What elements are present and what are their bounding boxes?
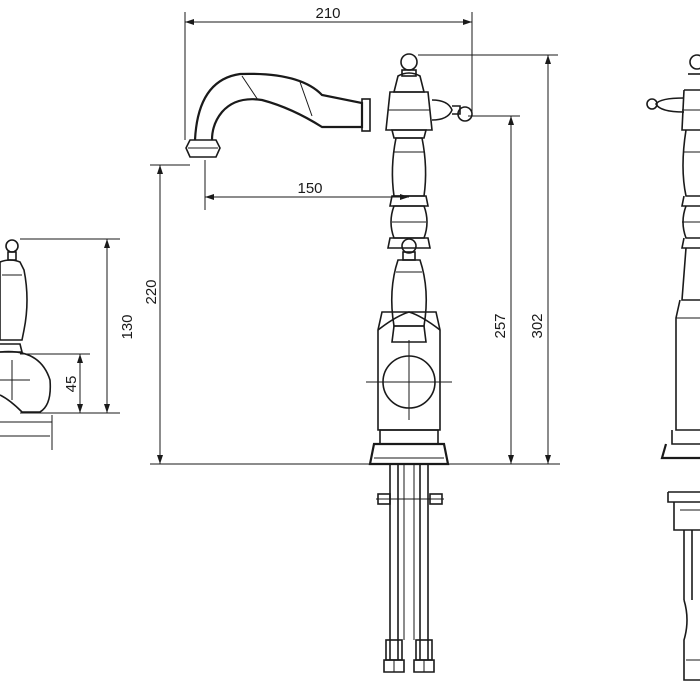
dimension-label-210: 210 [315,5,340,22]
faucet-side-view [646,54,700,681]
dimension-label-220: 220 [143,279,160,304]
dimension-220: 220 [143,164,372,465]
faucet-front-view [185,53,473,673]
body-column [387,129,431,249]
lever-handle [390,238,428,343]
dimension-150: 150 [204,160,409,210]
dimension-label-150: 150 [297,180,322,197]
top-finial [385,53,473,131]
supply-pipes [376,464,444,673]
dimension-label-130: 130 [119,314,136,339]
handle-side-view [0,239,53,450]
dimension-label-302: 302 [529,313,546,338]
dimension-257: 257 [446,115,560,465]
spout [185,72,371,158]
dimension-45: 45 [20,353,90,413]
dimension-label-45: 45 [63,376,80,393]
dimension-label-257: 257 [492,313,509,338]
base-housing [366,311,452,466]
dimension-302: 302 [418,54,558,464]
dimension-210: 210 [184,5,473,140]
dimension-130: 130 [20,238,136,414]
